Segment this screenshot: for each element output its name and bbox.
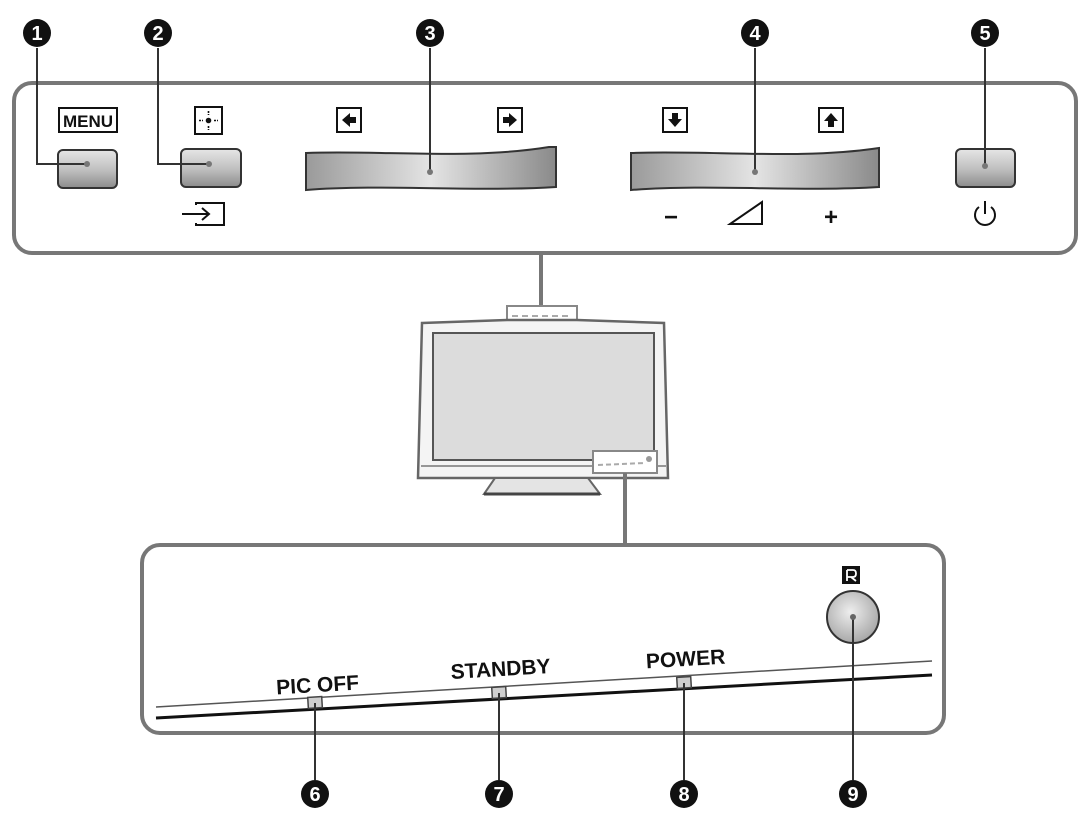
svg-text:1: 1 [31, 23, 42, 45]
enter-input-button[interactable] [180, 148, 242, 188]
tv-screen [432, 332, 655, 461]
top-leader-dots [84, 161, 988, 175]
volume-minus-label: − [664, 204, 678, 231]
remote-sensor-leader-dot [850, 614, 856, 620]
svg-text:2: 2 [152, 23, 163, 45]
left-arrow-icon [336, 107, 362, 133]
callout-5: 5 [971, 19, 999, 47]
volume-plus-label: + [824, 204, 838, 231]
up-arrow-icon [818, 107, 844, 133]
right-arrow-icon [497, 107, 523, 133]
top-leader-lines [36, 48, 986, 172]
callout-6: 6 [301, 780, 329, 808]
tv-illustration [416, 305, 670, 496]
down-arrow-icon [662, 107, 688, 133]
callout-8: 8 [670, 780, 698, 808]
callout-4: 4 [741, 19, 769, 47]
svg-text:8: 8 [678, 784, 689, 806]
enter-icon [194, 106, 223, 135]
power-label: POWER [645, 646, 726, 674]
menu-label: MENU [63, 112, 113, 131]
menu-button[interactable] [57, 149, 118, 189]
callout-7: 7 [485, 780, 513, 808]
callout-2: 2 [144, 19, 172, 47]
tv-front-panel-highlight [592, 450, 658, 474]
svg-text:5: 5 [979, 23, 990, 45]
callout-3: 3 [416, 19, 444, 47]
tv-stand [482, 477, 602, 495]
svg-text:9: 9 [847, 784, 858, 806]
power-icon [974, 201, 996, 226]
bottom-leader-lines [314, 617, 854, 780]
menu-label-box: MENU [58, 107, 118, 133]
svg-text:3: 3 [424, 23, 435, 45]
svg-text:4: 4 [749, 23, 761, 45]
bottom-indicator-panel [140, 543, 946, 735]
svg-text:7: 7 [493, 784, 504, 806]
svg-text:6: 6 [309, 784, 320, 806]
callout-1: 1 [23, 19, 51, 47]
volume-icon [726, 200, 763, 225]
panel-edge-line-lower [155, 673, 933, 720]
panel-edge-line-upper [155, 660, 933, 708]
remote-sensor-icon [842, 566, 860, 584]
input-icon [182, 202, 225, 226]
pic-off-label: PIC OFF [276, 672, 360, 700]
callout-9: 9 [839, 780, 867, 808]
